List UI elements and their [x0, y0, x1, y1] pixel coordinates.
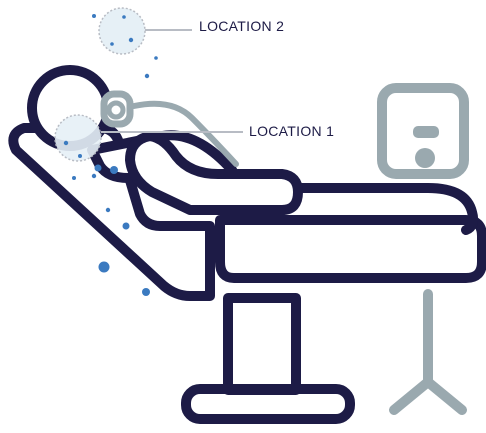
location-2-zone [99, 8, 192, 54]
machine-gauge-icon [413, 126, 439, 168]
chair-base [186, 298, 350, 419]
machine-stand [394, 382, 462, 410]
location-2-label: LOCATION 2 [199, 18, 284, 34]
chair-foot [186, 389, 350, 419]
chair-seat [220, 220, 482, 278]
chair-column [228, 298, 296, 390]
location-1-label: LOCATION 1 [249, 123, 334, 139]
mask-valve [109, 103, 123, 117]
